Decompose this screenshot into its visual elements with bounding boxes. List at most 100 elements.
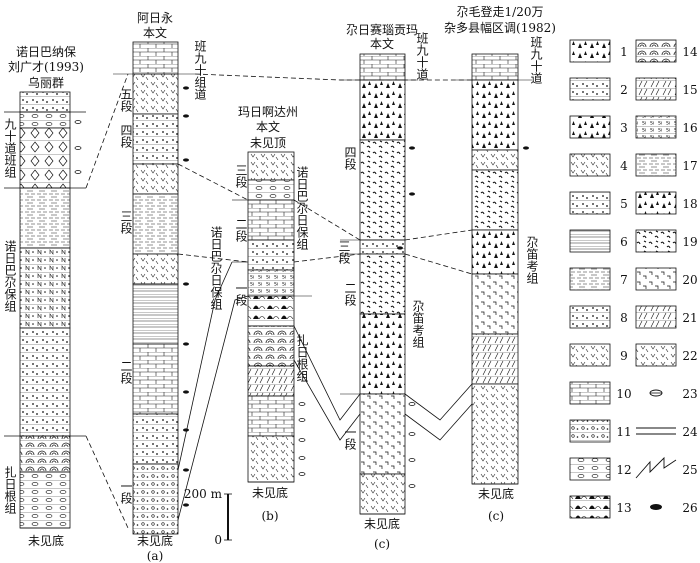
legend-column-left: 1 2 3 4 5 6 7 8 9 10 11 12 13 <box>569 39 632 519</box>
column-subtitle: 本文 <box>143 25 167 40</box>
litho-layer <box>132 113 179 165</box>
column-title: 阿日永 <box>137 11 173 25</box>
litho-layer <box>359 313 406 395</box>
section-label-2: 二段 <box>234 218 248 243</box>
legend-number: 1 <box>620 45 628 59</box>
litho-layer <box>132 463 179 535</box>
unit-label-nuoribagabao: 诺日巴尕日保组 <box>295 166 309 250</box>
litho-layer <box>359 473 406 515</box>
column-title: 尕毛登走1/20万 <box>457 4 544 19</box>
litho-layer <box>471 383 519 485</box>
legend-swatch-5 <box>569 191 611 215</box>
legend-swatch-8 <box>569 305 611 329</box>
column-subtitle: 刘广才(1993) <box>8 60 84 74</box>
legend-number: 19 <box>682 235 697 249</box>
correlation-lines <box>85 73 473 529</box>
legend-column-right: 14 15 16 17 18 19 20 21 22 23 24 25 26 <box>635 39 698 515</box>
section-label-1: 一段 <box>234 282 248 307</box>
legend-swatch-6 <box>569 229 611 253</box>
bottom-label: 未见底 <box>252 485 288 500</box>
top-label: 未见顶 <box>250 136 286 150</box>
legend-swatch-24 <box>636 427 676 435</box>
legend-swatch-13 <box>569 495 611 519</box>
panel-label: (b) <box>261 509 278 523</box>
correlation-lines <box>177 261 473 521</box>
unit-label-right: 诺日巴尕日保组 <box>209 226 223 310</box>
legend-number: 5 <box>620 197 628 211</box>
legend-swatch-23 <box>649 389 663 397</box>
legend-swatch-21 <box>635 305 677 329</box>
litho-layer <box>132 253 179 285</box>
legend-number: 14 <box>682 45 698 59</box>
legend-number: 10 <box>616 387 631 401</box>
legend-number: 4 <box>620 159 628 173</box>
litho-layer <box>247 295 295 327</box>
scale-bar-top-label: 200 m <box>184 487 223 501</box>
unit-label-top: 班九十道 <box>415 32 429 80</box>
bottom-label: 未见底 <box>364 516 400 531</box>
legend-swatch-12 <box>569 457 611 481</box>
legend-number: 3 <box>620 121 628 135</box>
litho-layer <box>471 169 519 231</box>
scale-bar-bottom-label: 0 <box>214 533 222 547</box>
legend-swatch-9 <box>569 343 611 367</box>
litho-layer <box>247 269 295 297</box>
column-gamaodengzou: 尕毛登走1/20万 杂多县幅区调(1982) 未见底 (c) 班九十道 尕笛考组 <box>444 4 556 523</box>
legend-swatch-20 <box>635 267 677 291</box>
column-title: 玛日啊达州 <box>238 105 298 119</box>
legend-swatch-15 <box>635 77 677 101</box>
legend-swatch-4 <box>569 153 611 177</box>
litho-layer <box>19 91 71 113</box>
litho-layer <box>247 435 295 483</box>
litho-layer <box>471 149 519 171</box>
legend-number: 24 <box>682 425 698 439</box>
legend-swatch-19 <box>635 229 677 253</box>
litho-layer <box>247 365 295 397</box>
litho-layer <box>247 239 295 271</box>
legend-swatch-16 <box>635 115 677 139</box>
legend-number: 26 <box>682 501 697 515</box>
column-nuoribanabao: 诺日巴纳保 刘广才(1993) 乌丽群 未见底 九十道班组 诺日巴尕保组 扎日根… <box>3 45 86 548</box>
scale-bar: 200 m 0 <box>184 487 232 547</box>
litho-layer <box>19 327 71 437</box>
legend-swatch-7 <box>569 267 611 291</box>
legend-number: 20 <box>682 273 697 287</box>
section-label-4: 四段 <box>343 146 357 171</box>
unit-label-zharigen: 扎日根组 <box>295 334 309 382</box>
panel-label: (a) <box>147 549 164 563</box>
litho-layer <box>19 127 71 189</box>
bottom-label: 未见底 <box>28 533 64 548</box>
litho-layer <box>19 187 71 249</box>
unit-label-top: 班九十组道 <box>193 40 207 100</box>
legend-number: 21 <box>682 311 697 325</box>
litho-layer <box>359 393 406 475</box>
legend-number: 12 <box>616 463 631 477</box>
litho-layer <box>471 79 519 151</box>
column-title: 尕日赛瑙贡玛 <box>346 22 418 37</box>
legend-swatch-11 <box>569 419 611 443</box>
legend-number: 16 <box>682 121 697 135</box>
litho-layer <box>19 247 71 329</box>
legend-swatch-22 <box>635 343 677 367</box>
litho-layer <box>471 333 519 385</box>
group-label: 乌丽群 <box>28 75 64 90</box>
litho-layer <box>471 229 519 275</box>
litho-layer <box>132 193 179 255</box>
litho-layer <box>359 253 406 315</box>
column-subtitle: 杂多县幅区调(1982) <box>444 20 556 35</box>
legend-number: 7 <box>620 273 628 287</box>
litho-layer <box>247 395 295 437</box>
litho-layer <box>19 471 71 529</box>
section-label-2: 二段 <box>343 282 357 307</box>
bottom-label: 未见底 <box>478 486 514 501</box>
legend-number: 17 <box>682 159 697 173</box>
legend-number: 9 <box>620 349 628 363</box>
section-label-3: 三段 <box>337 240 351 265</box>
legend: 1 2 3 4 5 6 7 8 9 10 11 12 13 <box>569 39 698 519</box>
column-ariyong: 阿日永 本文 未见底 (a) 班九十组道 五段 四段 三段 二段 一段 诺日巴尕… <box>113 11 223 563</box>
legend-swatch-2 <box>569 77 611 101</box>
legend-number: 23 <box>682 387 697 401</box>
litho-layer <box>132 343 179 415</box>
litho-layer <box>132 413 179 465</box>
